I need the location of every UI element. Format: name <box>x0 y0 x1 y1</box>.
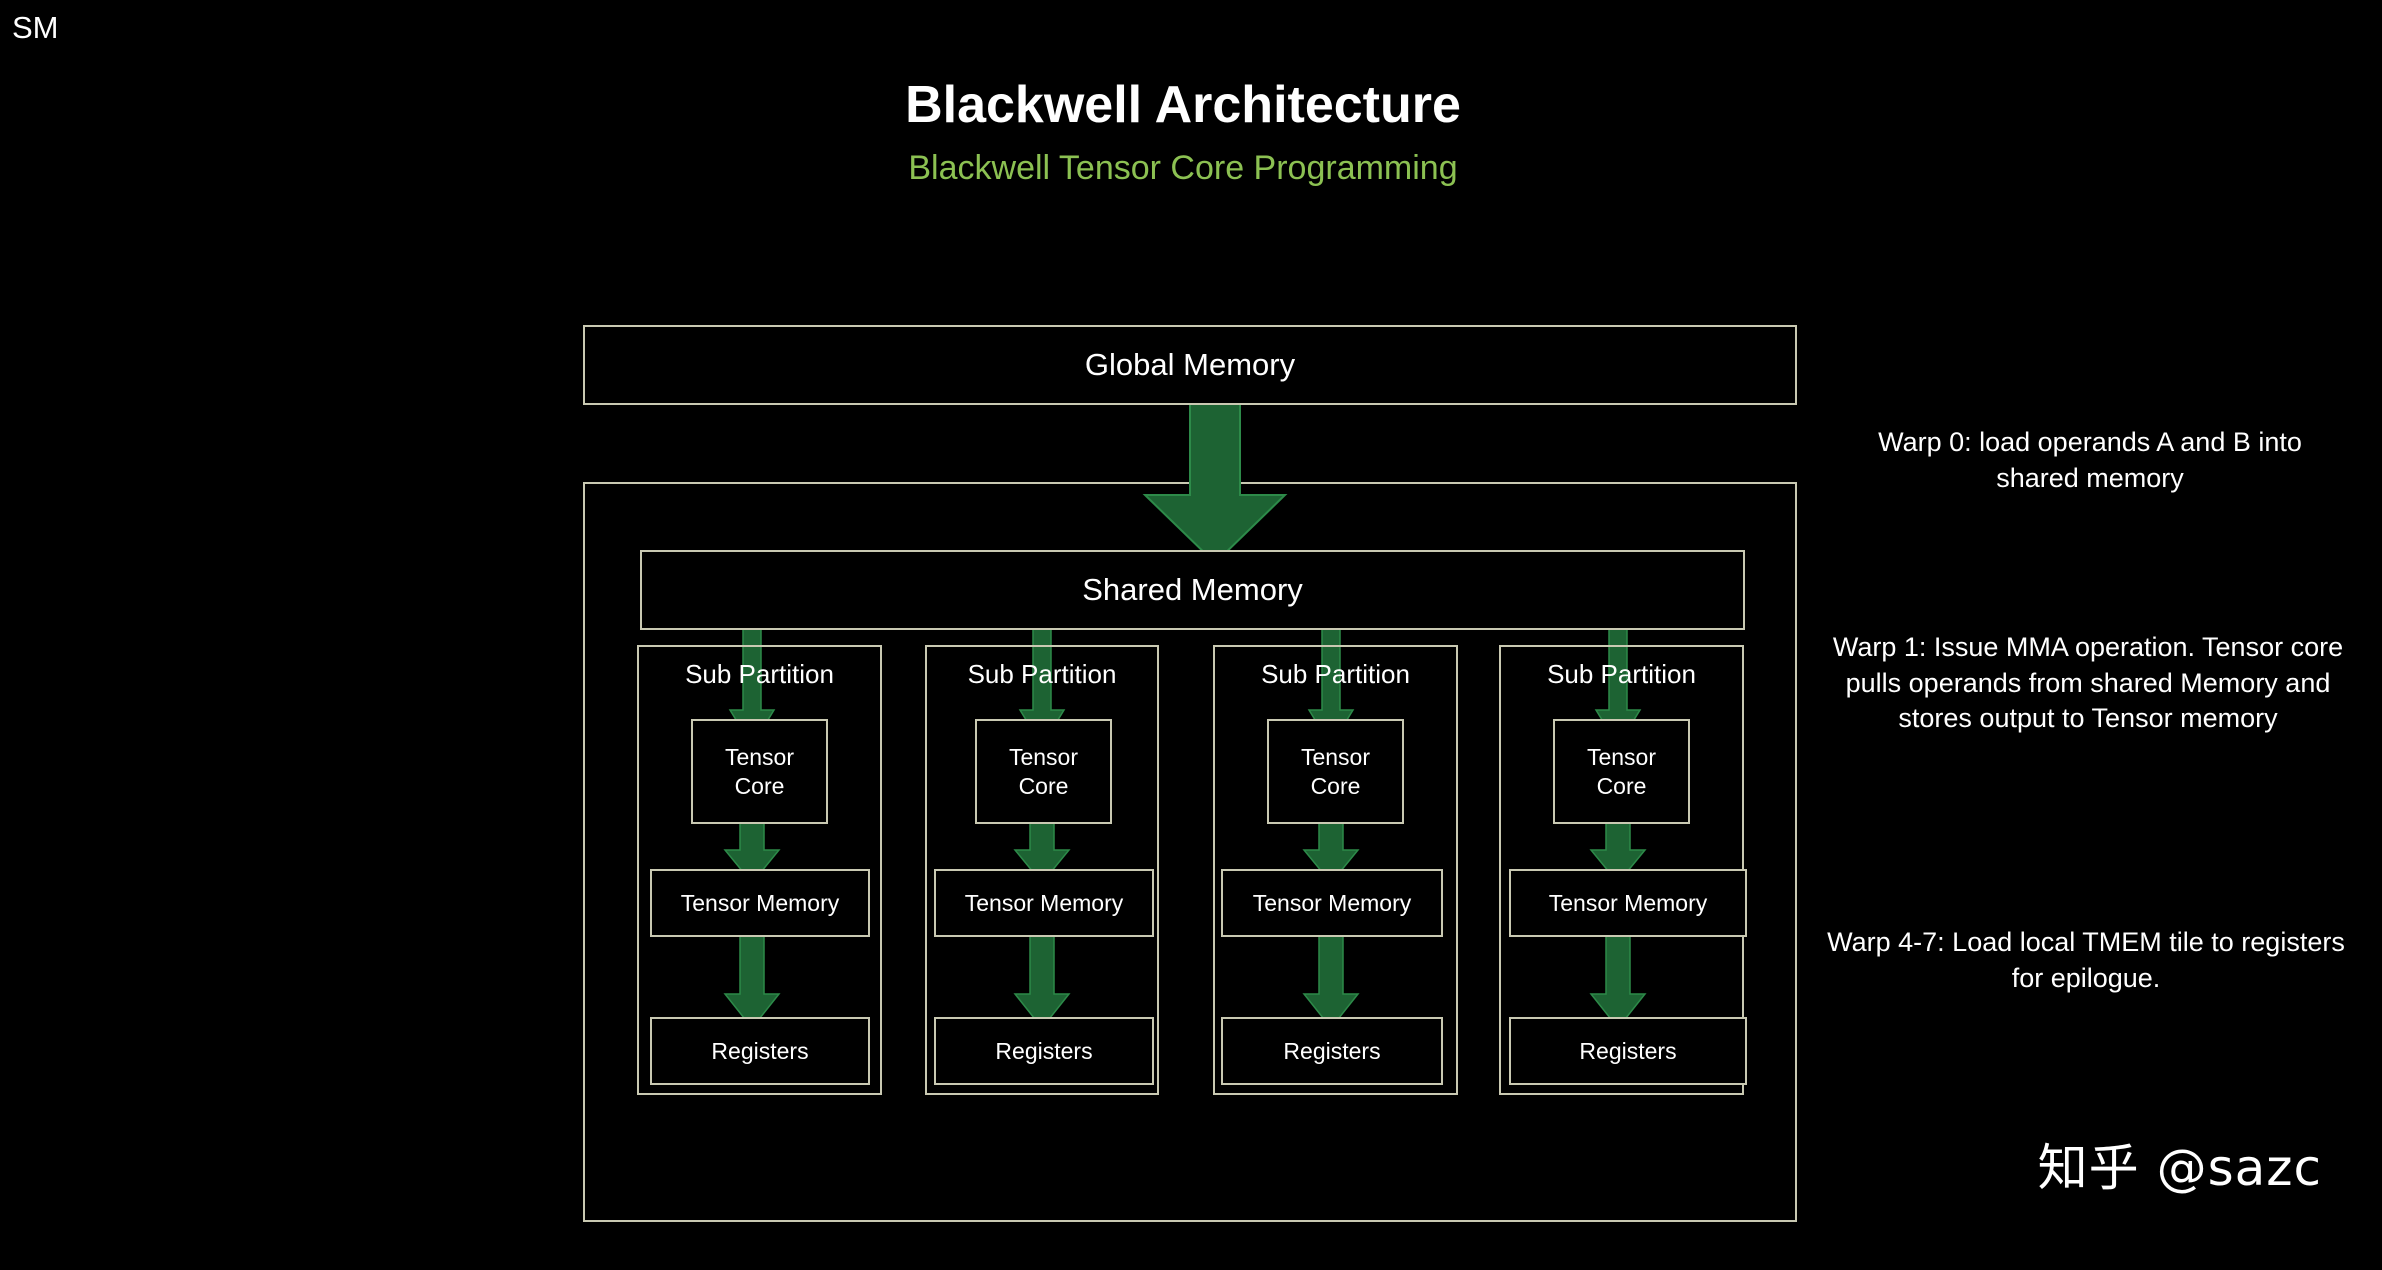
registers-box-3[interactable]: Registers <box>1221 1017 1443 1085</box>
sub-partition-2-title: Sub Partition <box>967 659 1117 689</box>
tensor-core-1-line2: Core <box>734 772 785 799</box>
annotation-warp-4-7: Warp 4-7: Load local TMEM tile to regist… <box>1827 927 2345 993</box>
sub-partition-4[interactable]: Sub Partition Tensor Core Tensor Memory … <box>1499 645 1747 1095</box>
sub-partition-4-title: Sub Partition <box>1547 659 1696 689</box>
tensor-core-box-1[interactable]: Tensor Core <box>691 719 828 824</box>
global-memory-label: Global Memory <box>1084 347 1296 382</box>
arrow-tensor-memory-to-registers-4 <box>1588 930 1648 1030</box>
tensor-core-4-line1: Tensor <box>1586 744 1657 771</box>
tensor-memory-box-2[interactable]: Tensor Memory <box>934 869 1154 937</box>
sub-partition-1[interactable]: Sub Partition Tensor Core Tensor Memory … <box>637 645 882 1095</box>
tensor-core-2-line2: Core <box>1018 772 1069 799</box>
registers-3-label: Registers <box>1283 1037 1381 1064</box>
registers-box-4[interactable]: Registers <box>1509 1017 1747 1085</box>
arrow-global-to-shared-memory <box>1135 385 1295 565</box>
tensor-core-2-line1: Tensor <box>1008 744 1079 771</box>
sub-partition-3-title: Sub Partition <box>1261 659 1410 689</box>
annotation-warp-0: Warp 0: load operands A and B into share… <box>1878 427 2302 493</box>
sub-partition-3[interactable]: Sub Partition Tensor Core Tensor Memory … <box>1213 645 1458 1095</box>
tensor-memory-box-3[interactable]: Tensor Memory <box>1221 869 1443 937</box>
tensor-memory-4-label: Tensor Memory <box>1548 889 1708 916</box>
tensor-memory-1-label: Tensor Memory <box>680 889 840 916</box>
registers-1-label: Registers <box>711 1037 809 1064</box>
page-title: Blackwell Architecture <box>905 76 1461 134</box>
shared-memory-label: Shared Memory <box>1082 572 1303 607</box>
tensor-core-3-line1: Tensor <box>1300 744 1371 771</box>
registers-2-label: Registers <box>995 1037 1093 1064</box>
global-memory-box[interactable]: Global Memory <box>583 325 1797 405</box>
tensor-memory-box-1[interactable]: Tensor Memory <box>650 869 870 937</box>
registers-box-1[interactable]: Registers <box>650 1017 870 1085</box>
tensor-core-box-4[interactable]: Tensor Core <box>1553 719 1690 824</box>
sub-partition-1-title: Sub Partition <box>685 659 834 689</box>
sub-partition-2[interactable]: Sub Partition Tensor Core Tensor Memory … <box>925 645 1159 1095</box>
arrow-tensor-memory-to-registers-2 <box>1012 930 1072 1030</box>
tensor-core-1-line1: Tensor <box>724 744 795 771</box>
tensor-core-box-3[interactable]: Tensor Core <box>1267 719 1404 824</box>
page-subtitle: Blackwell Tensor Core Programming <box>908 149 1458 187</box>
registers-4-label: Registers <box>1579 1037 1677 1064</box>
watermark: 知乎 @sazc <box>2037 1139 2322 1197</box>
tensor-memory-2-label: Tensor Memory <box>964 889 1124 916</box>
tensor-core-3-line2: Core <box>1310 772 1361 799</box>
arrow-tensor-memory-to-registers-3 <box>1301 930 1361 1030</box>
shared-memory-box[interactable]: Shared Memory <box>640 550 1745 630</box>
tensor-core-box-2[interactable]: Tensor Core <box>975 719 1112 824</box>
tensor-core-4-line2: Core <box>1596 772 1647 799</box>
tensor-memory-box-4[interactable]: Tensor Memory <box>1509 869 1747 937</box>
arrow-tensor-memory-to-registers-1 <box>722 930 782 1030</box>
sm-label: SM <box>12 10 59 45</box>
annotation-warp-1: Warp 1: Issue MMA operation. Tensor core… <box>1832 632 2344 734</box>
registers-box-2[interactable]: Registers <box>934 1017 1154 1085</box>
tensor-memory-3-label: Tensor Memory <box>1252 889 1412 916</box>
